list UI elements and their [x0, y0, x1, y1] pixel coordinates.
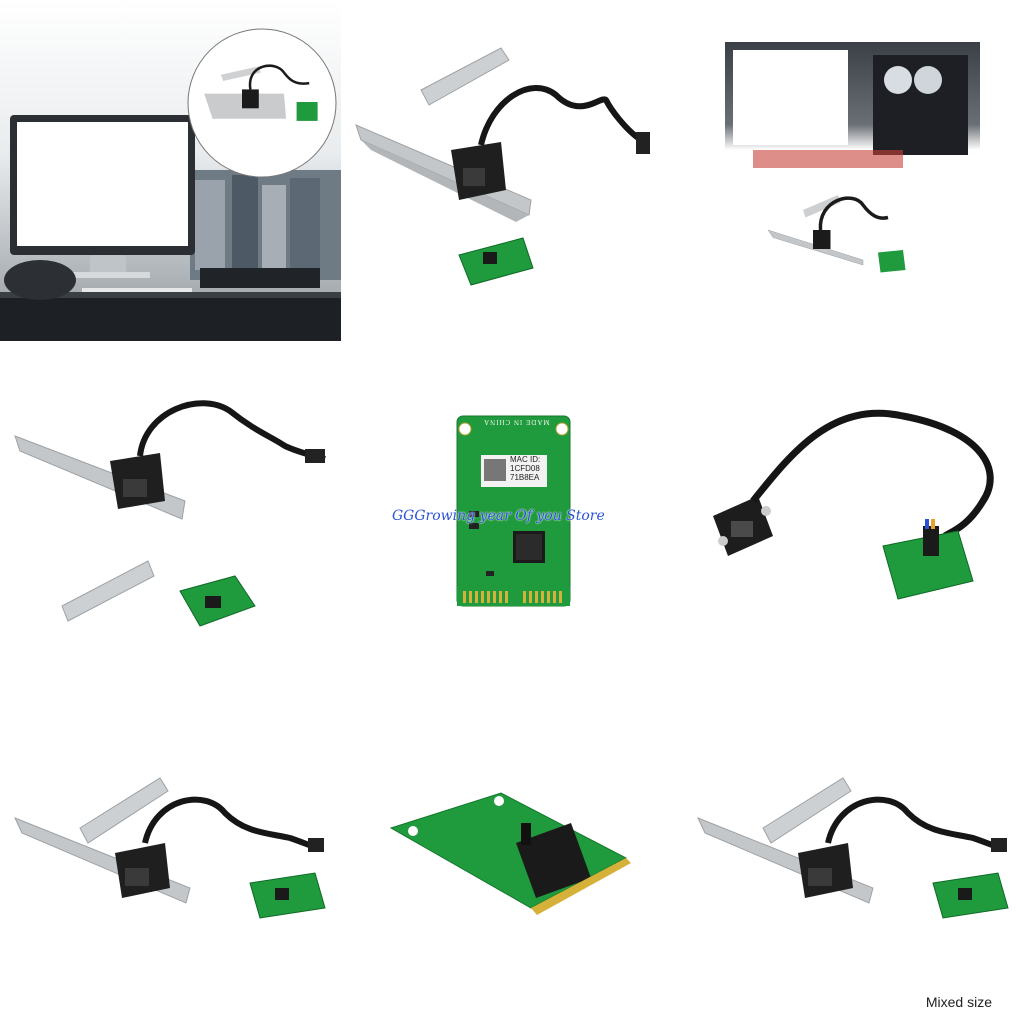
product-photo-bracket-cable-2	[0, 683, 341, 983]
mac-id-title: MAC ID:	[510, 455, 541, 464]
product-photo-bracket-cable	[341, 0, 683, 341]
mac-id-value-2: 71B8EA	[510, 473, 540, 482]
product-photo-full-kit	[0, 341, 341, 682]
mac-id-label: MAC ID: 1CFD08 71B8EA	[483, 455, 553, 487]
product-photo-bracket-cable-3	[683, 683, 1024, 983]
store-watermark: GGGrowing year Of you Store	[392, 508, 605, 524]
size-caption: Mixed size	[925, 994, 992, 1010]
pcb-closeup-photo	[341, 341, 683, 682]
pcb-angled-photo	[341, 683, 683, 983]
pcb-silkscreen: MADE IN CHINA	[483, 418, 550, 426]
product-photo-cable-card	[683, 341, 1024, 682]
mac-id-value-1: 1CFD08	[510, 464, 540, 473]
gaming-pc-photo	[683, 0, 1024, 341]
office-desk-photo	[0, 0, 341, 341]
